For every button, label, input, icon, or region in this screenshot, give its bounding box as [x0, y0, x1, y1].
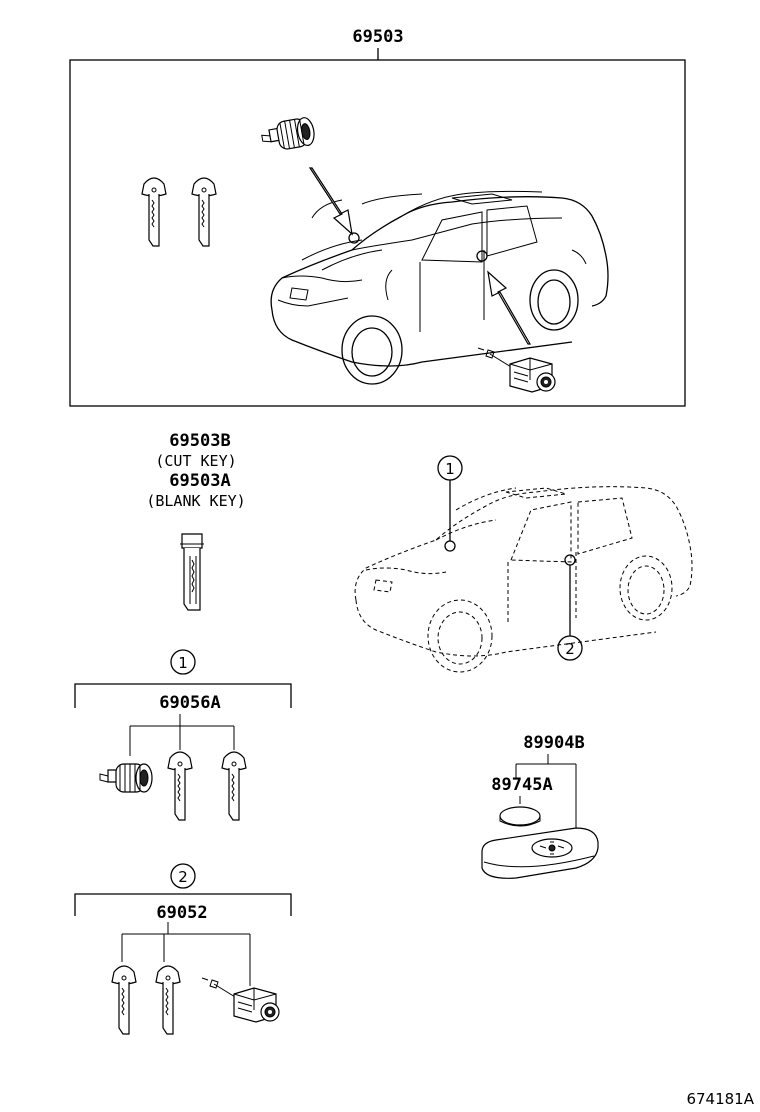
kit-key-icon-2: [191, 177, 217, 247]
diagram-code: 674181A: [686, 1090, 754, 1108]
callout-2-marker-set: [170, 863, 196, 889]
callout-2-text-set: 2: [178, 868, 188, 886]
set2-key-icon-1: [111, 965, 137, 1035]
coin-battery-icon: [499, 806, 541, 827]
kit-suv-vehicle-icon: [270, 190, 609, 385]
callout-2-marker-top: [557, 635, 583, 661]
set1-number-label: 69056A: [159, 693, 220, 713]
reference-suv-vehicle-icon: [354, 486, 693, 673]
remote-label: 89904B: [523, 733, 584, 753]
kit-key-icon-1: [141, 177, 167, 247]
kit-door-lock-cylinder-icon: [477, 347, 556, 393]
callout-2-text-top: 2: [565, 640, 575, 658]
cut-key-desc: (CUT KEY): [155, 452, 236, 470]
blank-key-label: 69503A: [169, 471, 230, 491]
kit-arrow-ignition: [308, 167, 353, 236]
blank-key-desc: (BLANK KEY): [146, 492, 245, 510]
callout-1-text-set: 1: [178, 654, 188, 672]
callout-1-marker-set: [170, 649, 196, 675]
smart-key-remote-icon: [481, 827, 599, 879]
set1-key-icon-2: [221, 751, 247, 821]
set1-key-icon-1: [167, 751, 193, 821]
kit-frame: [69, 59, 686, 407]
callout-1-text-top: 1: [445, 460, 455, 478]
set2-number-label: 69052: [156, 903, 207, 923]
blank-key-icon: [180, 533, 204, 611]
set1-ignition-cylinder-icon: [99, 763, 153, 793]
set2-door-lock-cylinder-icon: [201, 977, 280, 1023]
cut-key-label: 69503B: [169, 431, 230, 451]
battery-label: 89745A: [491, 775, 552, 795]
kit-ignition-cylinder-icon: [259, 115, 317, 154]
kit-main-label: 69503: [352, 27, 403, 47]
kit-arrow-door: [487, 270, 532, 345]
set2-key-icon-2: [155, 965, 181, 1035]
callout-1-marker-top: [437, 455, 463, 481]
